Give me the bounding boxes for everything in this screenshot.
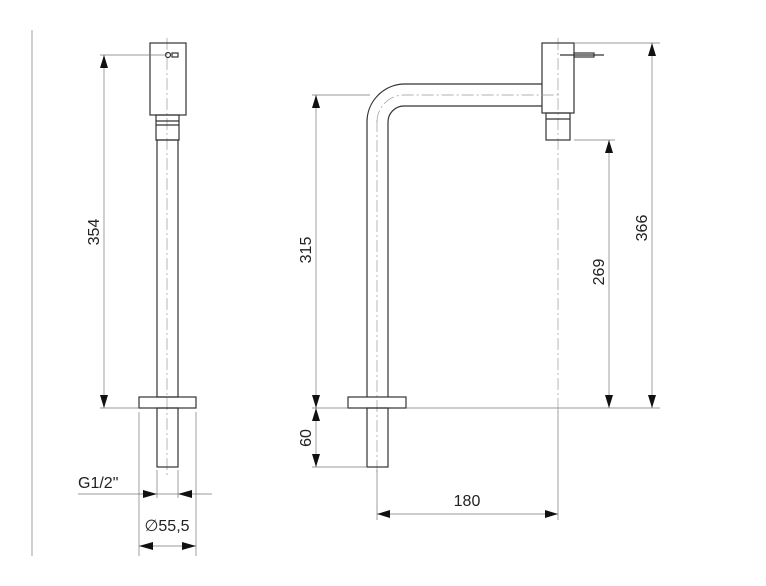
valve-body <box>149 42 187 116</box>
dimension-269: 269 <box>591 259 608 286</box>
spout-inner <box>387 105 542 397</box>
dimension-60: 60 <box>298 429 315 447</box>
flange <box>138 396 197 409</box>
pipe <box>156 139 179 398</box>
diameter-label: ∅55,5 <box>144 518 189 535</box>
dimension-354: 354 <box>86 219 103 246</box>
side-view: 354 G1/2" ∅55,5 <box>78 38 212 556</box>
shank <box>156 407 179 468</box>
nut <box>155 114 180 141</box>
lever-pin <box>573 52 595 58</box>
dimension-366: 366 <box>634 215 651 242</box>
dimension-315: 315 <box>298 237 315 264</box>
thread-label: G1/2" <box>78 475 118 492</box>
shank <box>366 407 389 468</box>
dimension-180: 180 <box>454 493 481 510</box>
front-view: 315 60 269 366 180 <box>298 38 660 520</box>
spout-outer <box>366 83 542 397</box>
aerator <box>545 112 571 141</box>
